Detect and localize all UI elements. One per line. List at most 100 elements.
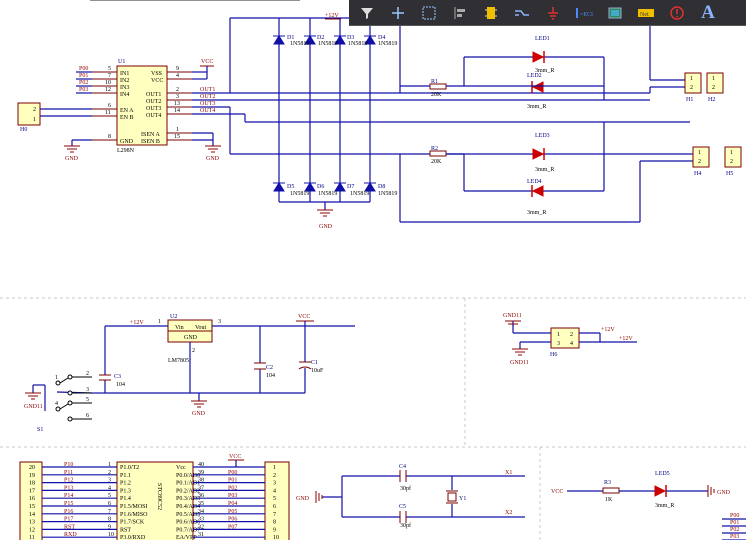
pin-number: 17 (29, 488, 35, 494)
connector-h0[interactable]: 2 1 H0 (17, 102, 92, 133)
sheet-symbol-icon[interactable] (603, 2, 627, 24)
svg-text:1N5819: 1N5819 (378, 191, 397, 197)
net-label[interactable]: P03 (79, 87, 88, 93)
gnd11-port[interactable]: GND11 (24, 385, 43, 410)
pin-name: IN4 (120, 92, 129, 98)
bus-icon[interactable]: =ECI (572, 2, 596, 24)
net-label: P17 (64, 517, 73, 523)
svg-text:20K: 20K (431, 92, 442, 98)
no-erc-icon[interactable] (665, 2, 689, 24)
wire-icon[interactable] (510, 2, 534, 24)
pin-number: 10 (108, 532, 114, 538)
pin-number: 7 (273, 512, 276, 518)
top-diode-array[interactable]: D1 1N5819 D2 1N5819 D3 1N5819 D4 1N5819 … (273, 13, 397, 154)
driver-ic-u1[interactable]: U1 L298N 5 7 10 12 6 11 8 IN1 IN2 IN3 IN… (76, 59, 215, 154)
pin-number: 34 (198, 509, 204, 515)
svg-text:GND: GND (296, 496, 310, 502)
vcc-power-port[interactable]: VCC (228, 454, 244, 467)
pin-number: 12 (105, 87, 111, 93)
net-label[interactable]: P02 (79, 80, 88, 86)
select-rectangle-icon[interactable] (417, 2, 441, 24)
net-label[interactable]: OUT3 (200, 101, 215, 107)
net-label: P05 (228, 509, 237, 515)
mcu-pin-name: Vcc (176, 465, 186, 471)
capacitor-c3[interactable]: C3 104 (99, 374, 125, 388)
gnd-port[interactable]: GND (192, 132, 221, 162)
right-edge-net-labels[interactable]: P00 P01 P02 P03 (722, 513, 746, 541)
filter-icon[interactable] (355, 2, 379, 24)
net-label: P07 (228, 524, 237, 530)
mcu-pin-name: P1.5/MOSI (120, 504, 148, 510)
svg-text:P03: P03 (730, 534, 739, 540)
net-label[interactable]: P01 (79, 73, 88, 79)
place-part-icon[interactable] (479, 2, 503, 24)
connector-h4-h5[interactable]: 1 2 1 2 H4 H5 (640, 146, 742, 177)
svg-text:H5: H5 (726, 171, 733, 177)
svg-text:X2[interactable]: X2 (505, 510, 512, 516)
svg-text:2: 2 (698, 159, 701, 165)
mcu-pin-name: P1.2 (120, 481, 131, 487)
net-label: P15 (64, 501, 73, 507)
pin-name: IN3 (120, 85, 129, 91)
regulator-u2[interactable]: U2 Vin Vout GND LM7805 1 3 2 (158, 314, 221, 364)
crosshair-icon[interactable] (386, 2, 410, 24)
switch-s1[interactable]: 2 3 5 6 1 4 S1 (33, 371, 93, 433)
svg-text:X1[interactable]: X1 (505, 470, 512, 476)
svg-text:20K: 20K (431, 159, 442, 165)
net-label[interactable]: OUT1 (200, 87, 215, 93)
net-label[interactable]: +12V (130, 320, 144, 326)
capacitor-c2[interactable]: C2 104 (254, 362, 275, 379)
vcc-power-port[interactable]: VCC (192, 59, 214, 80)
mcu-pin-name: P1.3 (120, 488, 131, 494)
vcc-power-port[interactable]: VCC (296, 314, 314, 326)
pin-number: 15 (174, 134, 180, 140)
pin-number: 7 (108, 509, 111, 515)
svg-text:GND: GND (717, 490, 731, 496)
crystal-circuit[interactable]: C4 30pf C5 30pf Y1 X1 X2 GND (296, 464, 525, 529)
led-indicator-group-1[interactable]: R1 20K LED1 3mm_R LED2 3mm_R (400, 36, 605, 110)
net-label[interactable]: OUT2 (200, 94, 215, 100)
led-indicator-group-2[interactable]: R2 20K LED3 3mm_R LED4 3mm_R (429, 122, 605, 216)
net-label[interactable]: P00 (79, 66, 88, 72)
net-label: P14 (64, 493, 73, 499)
net-label-icon[interactable]: Net (634, 2, 658, 24)
gnd-port[interactable]: GND (191, 393, 207, 417)
connector-h6[interactable]: 1 3 2 4 H6 +12V +12V GND11 GND11 (503, 313, 637, 366)
pin-number: 9 (108, 524, 111, 530)
svg-text:1N5819: 1N5819 (290, 41, 309, 47)
mcu-pin-name: P0.5/AD5 (176, 512, 200, 518)
pin-number: 36 (198, 493, 204, 499)
align-icon[interactable] (448, 2, 472, 24)
svg-text:R1: R1 (431, 79, 438, 85)
svg-text:+12V[interactable]: +12V (601, 327, 615, 333)
pin-number: 8 (108, 134, 111, 140)
svg-text:D8: D8 (378, 184, 385, 190)
pin-number: 6 (108, 501, 111, 507)
text-icon[interactable]: A (701, 1, 715, 23)
svg-text:1: 1 (33, 117, 36, 123)
svg-text:1: 1 (730, 150, 733, 156)
svg-text:2: 2 (570, 332, 573, 338)
pin-number: 4 (108, 485, 111, 491)
connector-h1-h2[interactable]: 1 2 1 2 H1 H2 (649, 18, 724, 103)
pin-number: 2 (176, 87, 179, 93)
bottom-diode-array[interactable]: D5 1N5819 D6 1N5819 D7 1N5819 D8 1N5819 … (273, 93, 397, 230)
capacitor-c1[interactable]: C1 10uF (298, 360, 324, 374)
svg-text:4: 4 (570, 341, 573, 347)
power-port-icon[interactable] (541, 2, 565, 24)
gnd-port[interactable]: GND (64, 139, 92, 162)
svg-text:1N5819: 1N5819 (378, 41, 397, 47)
svg-text:R2: R2 (431, 146, 438, 152)
power-led-circuit[interactable]: VCC R3 1K LED5 3mm_R GND (551, 471, 731, 509)
svg-text:2: 2 (33, 107, 36, 113)
pin-number: 38 (198, 478, 204, 484)
net-label[interactable]: OUT4 (200, 108, 215, 114)
svg-text:C1: C1 (311, 360, 318, 366)
svg-text:+12V[interactable]: +12V (619, 336, 633, 342)
pin-number: 13 (174, 101, 180, 107)
pin-number: 3 (108, 478, 111, 484)
svg-text:2: 2 (730, 159, 733, 165)
